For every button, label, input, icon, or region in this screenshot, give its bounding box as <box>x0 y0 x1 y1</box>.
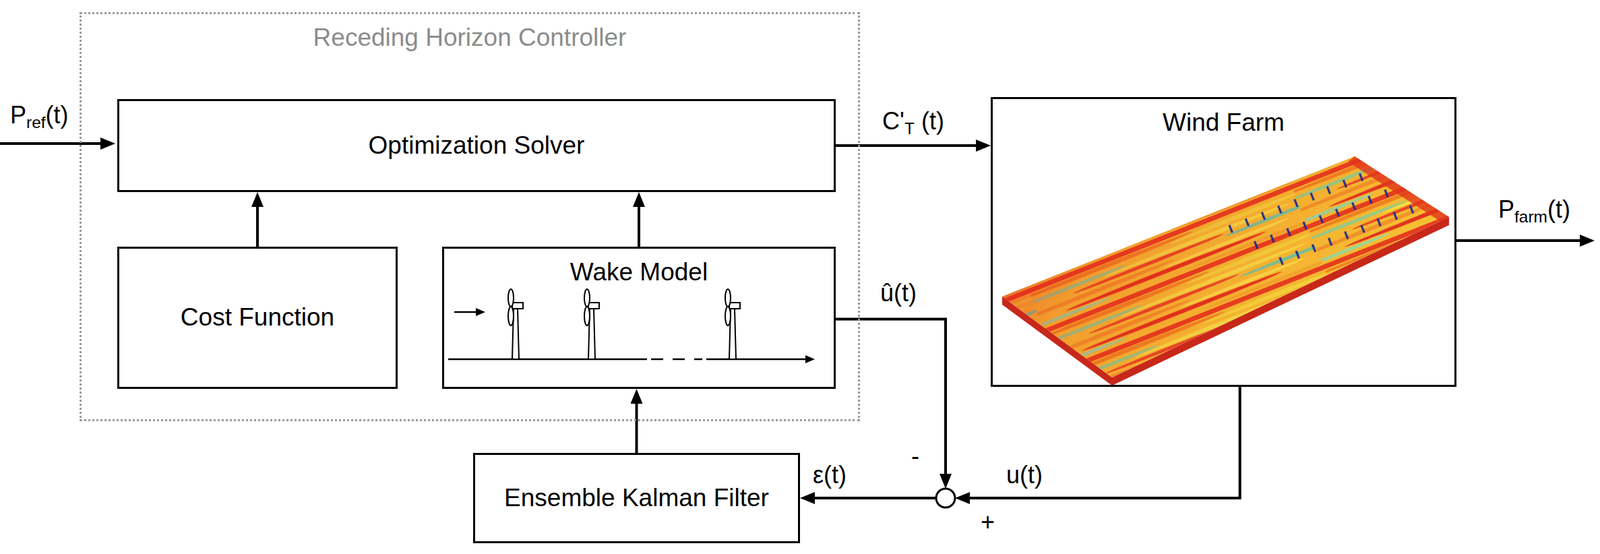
wake-model-illustration <box>448 289 813 360</box>
signal-name: Pfarm(t) <box>1496 195 1573 224</box>
sign-mark: + <box>978 508 997 536</box>
connector-line <box>835 319 946 485</box>
turbine-symbol <box>508 289 523 360</box>
turbine-symbol <box>725 289 741 360</box>
connector <box>257 196 259 247</box>
signal-name: Pref(t) <box>8 101 71 129</box>
signal-name: ε(t) <box>810 460 849 489</box>
input-arrow <box>0 142 112 145</box>
signal-name: C'T (t) <box>880 107 947 135</box>
node-text: Optimization Solver <box>368 131 586 161</box>
node-text: Ensemble Kalman Filter <box>504 483 769 513</box>
signal-name: u(t) <box>1004 460 1045 489</box>
subscript: farm <box>1514 207 1548 226</box>
connector-line <box>804 496 937 500</box>
signal-name: û(t) <box>878 279 919 307</box>
node-text: Wake Model <box>570 258 708 288</box>
connector-line <box>256 196 259 247</box>
node-text: Wind Farm <box>1162 108 1285 138</box>
node-text: Receding Horizon Controller <box>313 23 627 53</box>
connector <box>638 196 640 247</box>
turbine-symbol <box>584 289 600 360</box>
connector-line <box>959 386 1241 499</box>
subscript: T <box>904 118 915 137</box>
connector-line <box>637 196 641 247</box>
subscript: ref <box>26 113 46 132</box>
output-arrow <box>1456 239 1591 242</box>
model-box: Wake Model <box>442 246 836 389</box>
connector <box>804 319 946 499</box>
plant-box: Wind Farm <box>990 97 1457 387</box>
wind-farm-illustration <box>1002 156 1450 386</box>
filter-box: Ensemble Kalman Filter <box>473 452 800 544</box>
node-text: Cost Function <box>180 303 335 333</box>
connector <box>959 386 1241 499</box>
controller-region: Receding Horizon ControllerOptimization … <box>79 12 860 422</box>
connector <box>636 392 637 453</box>
process-box: Optimization Solver <box>117 99 836 193</box>
summing-junction <box>936 488 956 508</box>
sign-mark: - <box>909 442 922 470</box>
process-box: Cost Function <box>117 246 398 389</box>
connector-line <box>635 392 639 453</box>
